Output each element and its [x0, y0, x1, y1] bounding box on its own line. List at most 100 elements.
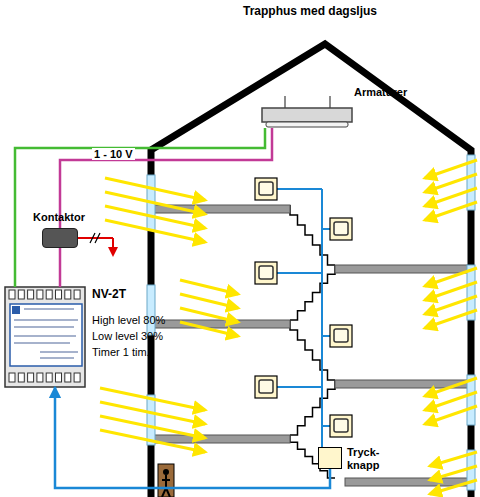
push-button: Tryck- knapp	[318, 447, 342, 469]
daylight-arrow	[425, 310, 477, 328]
label-lines	[14, 309, 78, 358]
terminal	[18, 290, 24, 299]
terminal	[9, 290, 15, 299]
floor-slabs	[154, 205, 468, 486]
push-button-face	[334, 419, 348, 432]
button-wire	[322, 335, 330, 337]
setting-text: High level 80%	[92, 314, 165, 327]
button-wire	[321, 189, 323, 447]
daylight-arrow	[430, 466, 477, 480]
supply-arrow	[112, 238, 114, 255]
fluorescent-tube	[266, 122, 348, 127]
window	[147, 285, 155, 335]
daylight-arrow	[100, 430, 205, 452]
node-label: Kontaktor	[33, 211, 85, 224]
daylight-arrow	[180, 322, 238, 336]
floor-slab	[335, 265, 468, 273]
front-label	[10, 304, 82, 366]
person	[163, 469, 169, 475]
push-button-face	[259, 266, 273, 279]
node-label: NV-2T	[92, 288, 126, 301]
button-wire	[277, 386, 322, 388]
push-buttons	[255, 178, 352, 437]
setting-text: Low level 30%	[92, 330, 163, 343]
controller-housing	[5, 287, 85, 387]
terminal	[74, 373, 80, 382]
daylight-arrows	[100, 160, 477, 494]
contactor: Kontaktor	[42, 228, 78, 248]
floor-slab	[154, 320, 290, 328]
push-button	[255, 376, 277, 398]
staircase	[290, 205, 335, 478]
button-wire	[322, 228, 330, 230]
push-button	[255, 178, 277, 200]
push-button-face	[259, 380, 273, 393]
terminal	[65, 290, 71, 299]
signal-wire	[55, 387, 330, 488]
button-wire	[322, 425, 330, 427]
terminal	[56, 290, 62, 299]
label-line	[40, 357, 74, 359]
daylight-arrow	[180, 294, 238, 308]
terminal	[28, 290, 34, 299]
daylight-arrow	[105, 220, 205, 242]
light-fixture: Armaturer	[262, 108, 352, 128]
button-wires	[277, 189, 330, 447]
daylight-arrow	[425, 202, 477, 220]
node-label: Tryck- knapp	[347, 446, 397, 472]
terminal	[65, 373, 71, 382]
push-button-face	[334, 222, 348, 235]
button-wire	[277, 188, 322, 190]
label-line	[40, 351, 78, 353]
terminal	[28, 373, 34, 382]
button-wire	[277, 272, 322, 274]
terminal	[56, 373, 62, 382]
label-line	[14, 319, 78, 321]
signal-wire	[60, 128, 272, 228]
daylight-arrow	[180, 308, 238, 322]
push-button	[330, 325, 352, 347]
push-button	[330, 218, 352, 240]
wire-slash	[90, 233, 100, 243]
door	[158, 464, 174, 497]
push-button-face	[334, 329, 348, 342]
terminal	[18, 373, 24, 382]
edge-label: 1 - 10 V	[92, 148, 135, 160]
daylight-arrow	[430, 452, 477, 466]
window	[147, 395, 155, 445]
push-button-face	[259, 182, 273, 195]
push-button	[255, 262, 277, 284]
logo	[12, 306, 20, 314]
label-line	[14, 342, 70, 344]
house-outline	[151, 44, 471, 497]
terminal	[46, 290, 52, 299]
level-switch: NV-2THigh level 80%Low level 30%Timer 1 …	[5, 287, 85, 387]
supply-wire	[78, 237, 113, 239]
stair-flight	[290, 320, 335, 380]
setting-text: Timer 1 tim.	[92, 346, 150, 359]
label-line	[14, 335, 76, 337]
floor-slab	[345, 478, 468, 486]
label-line	[24, 308, 74, 310]
signal-wire	[59, 248, 62, 287]
terminal	[46, 373, 52, 382]
push-button	[330, 415, 352, 437]
person	[162, 475, 170, 497]
label-line	[14, 326, 74, 328]
daylight-arrow	[430, 480, 477, 494]
terminal	[74, 290, 80, 299]
daylight-arrow	[180, 280, 238, 294]
daylight-arrow	[425, 406, 477, 424]
floor-slab	[154, 435, 290, 443]
light-fixture	[262, 108, 352, 122]
terminal	[9, 373, 15, 382]
signal-wire	[15, 128, 265, 287]
stair-flight	[290, 380, 335, 435]
terminal	[37, 373, 43, 382]
stair-flight	[290, 205, 335, 265]
terminal	[37, 290, 43, 299]
title: Trapphus med dagsljus	[190, 4, 430, 18]
node-label: Armaturer	[354, 86, 407, 99]
